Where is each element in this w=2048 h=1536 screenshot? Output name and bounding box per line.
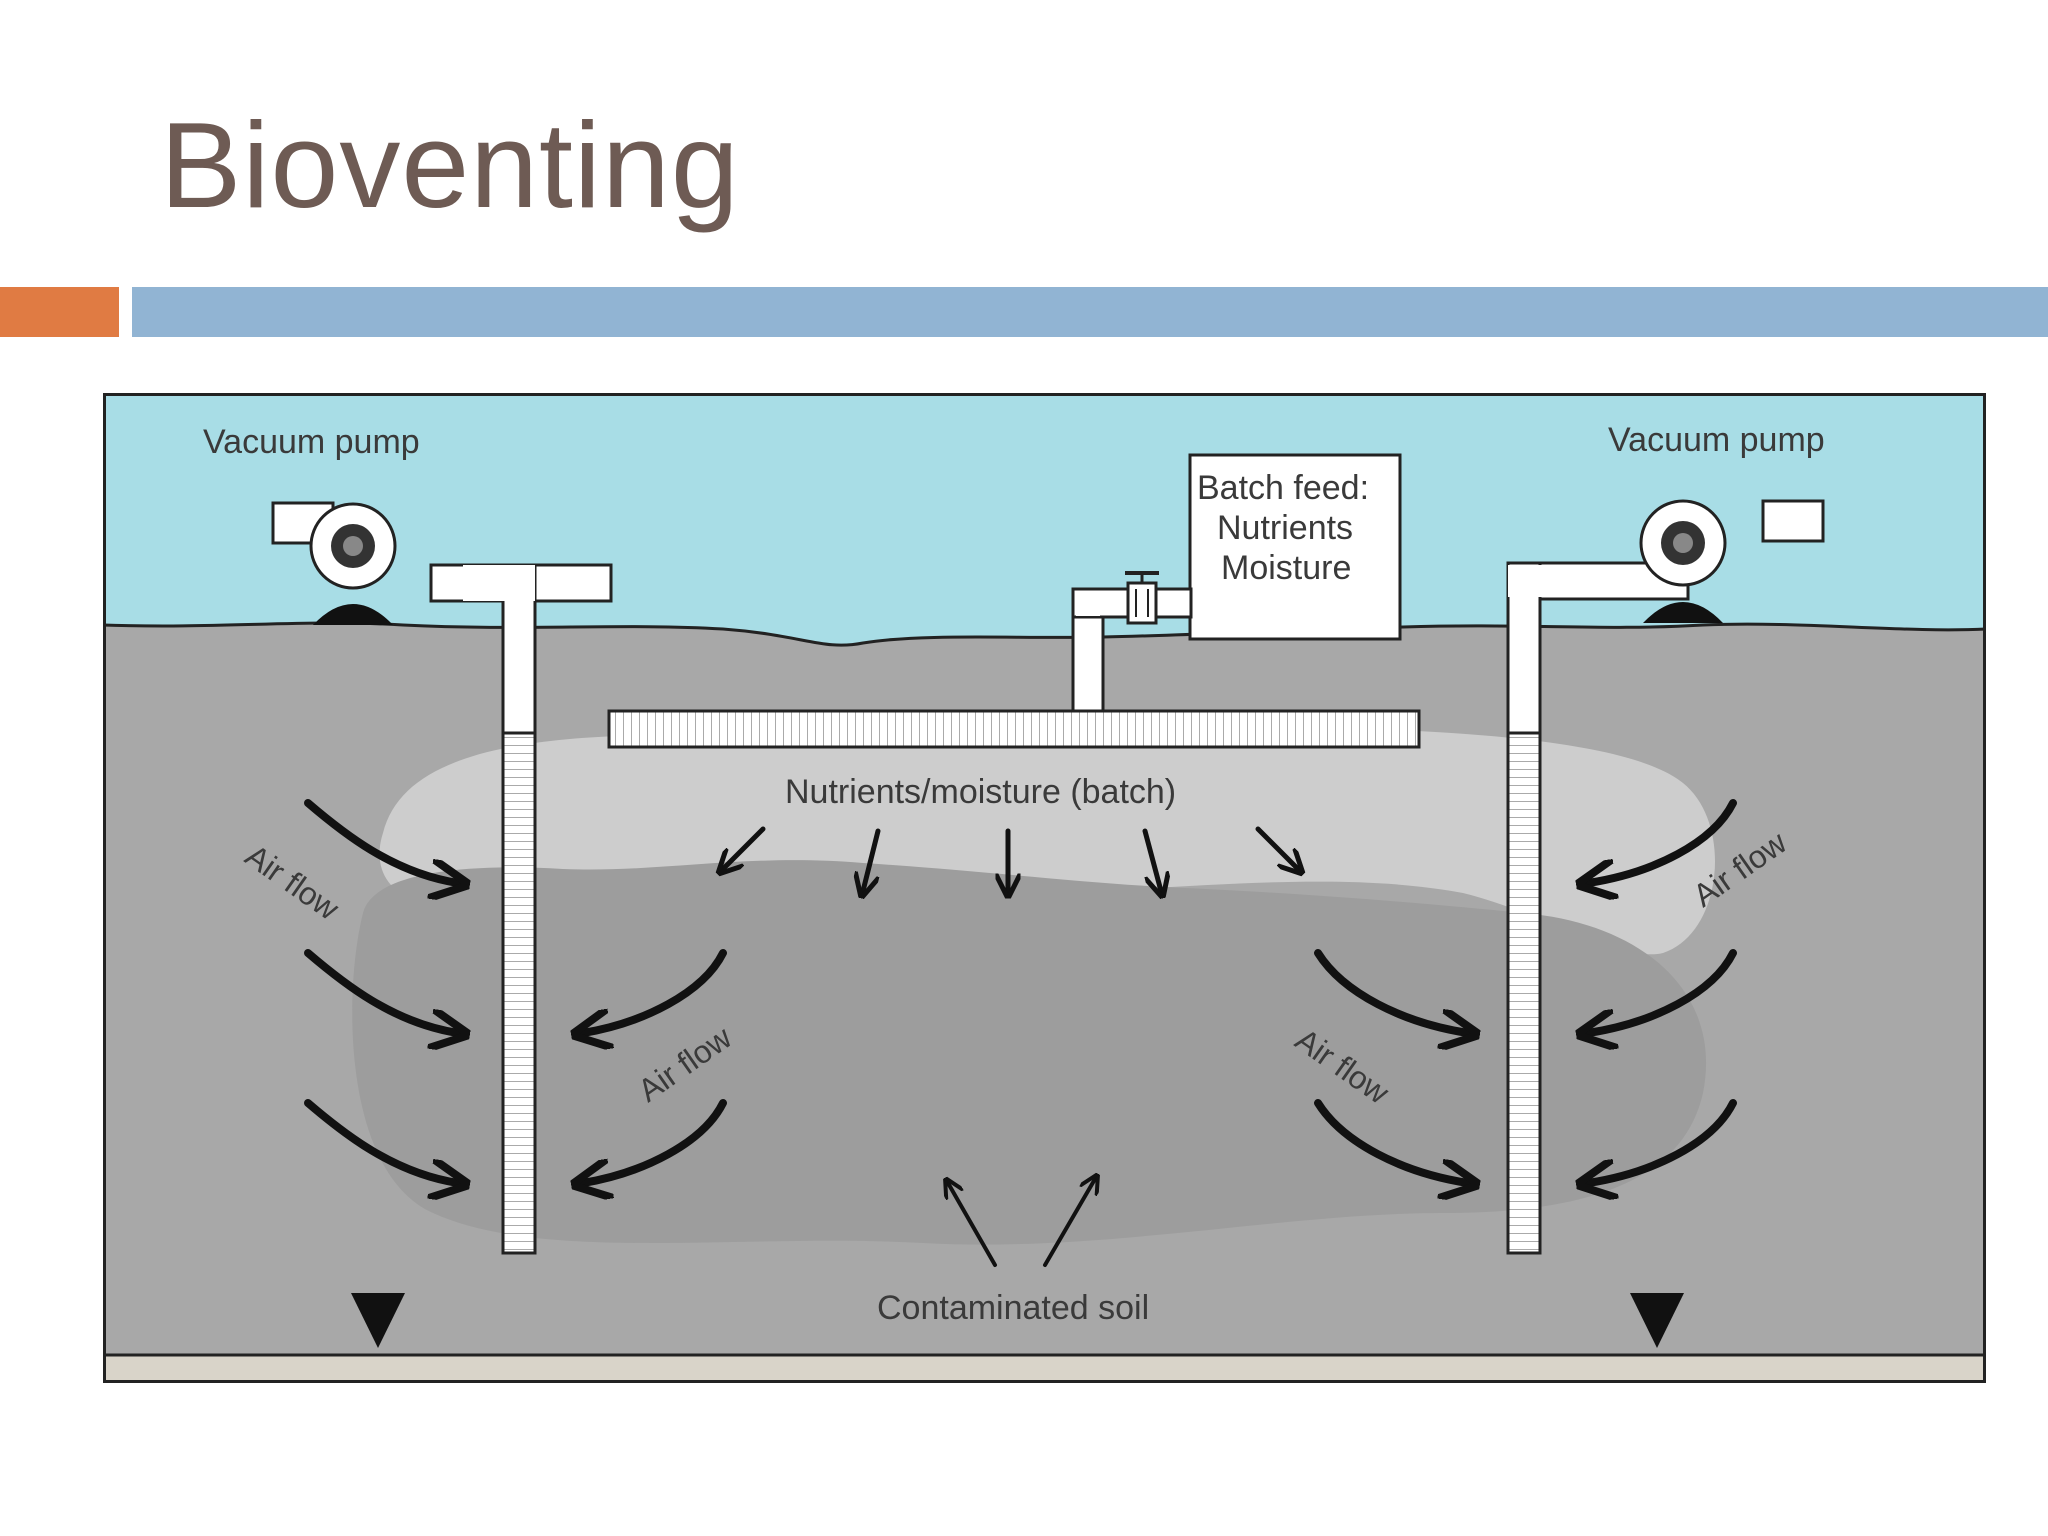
contaminated-zone bbox=[352, 860, 1707, 1245]
label-contaminated-soil: Contaminated soil bbox=[877, 1289, 1149, 1327]
ground-base bbox=[103, 1355, 1986, 1383]
label-batch-feed-3: Moisture bbox=[1221, 549, 1351, 587]
air-flow-arrows-right bbox=[1588, 799, 1737, 1183]
vacuum-pump-left bbox=[271, 501, 613, 625]
infiltration-gallery bbox=[607, 709, 1421, 749]
air-flow-arrows-left bbox=[304, 799, 458, 1183]
accent-bar-orange bbox=[0, 287, 119, 337]
nutrient-arrows bbox=[723, 826, 1298, 891]
accent-bar-blue bbox=[132, 287, 2048, 337]
moisture-zone bbox=[379, 726, 1716, 955]
contaminated-soil-arrows bbox=[948, 1179, 1095, 1267]
slide-title: Bioventing bbox=[160, 97, 740, 233]
vacuum-pump-right bbox=[1506, 499, 1825, 623]
air-flow-arrows-center-left bbox=[583, 949, 727, 1183]
valve-icon bbox=[1125, 571, 1159, 625]
water-table-marker-right bbox=[1630, 1293, 1684, 1348]
label-vacuum-pump-right: Vacuum pump bbox=[1608, 421, 1825, 459]
batch-feed-tank bbox=[1188, 453, 1402, 641]
air-flow-arrows-center-right bbox=[1314, 949, 1468, 1183]
label-vacuum-pump-left: Vacuum pump bbox=[203, 423, 420, 461]
well-screen-right bbox=[1506, 731, 1542, 1255]
label-batch-feed-1: Batch feed: bbox=[1197, 469, 1369, 507]
well-screen-left bbox=[501, 731, 537, 1255]
label-batch-feed-2: Nutrients bbox=[1217, 509, 1353, 547]
bioventing-diagram: Vacuum pump Vacuum pump Batch feed: Nutr… bbox=[103, 393, 1986, 1383]
water-table-marker-left bbox=[351, 1293, 405, 1348]
label-nutrients-moisture: Nutrients/moisture (batch) bbox=[785, 773, 1176, 811]
